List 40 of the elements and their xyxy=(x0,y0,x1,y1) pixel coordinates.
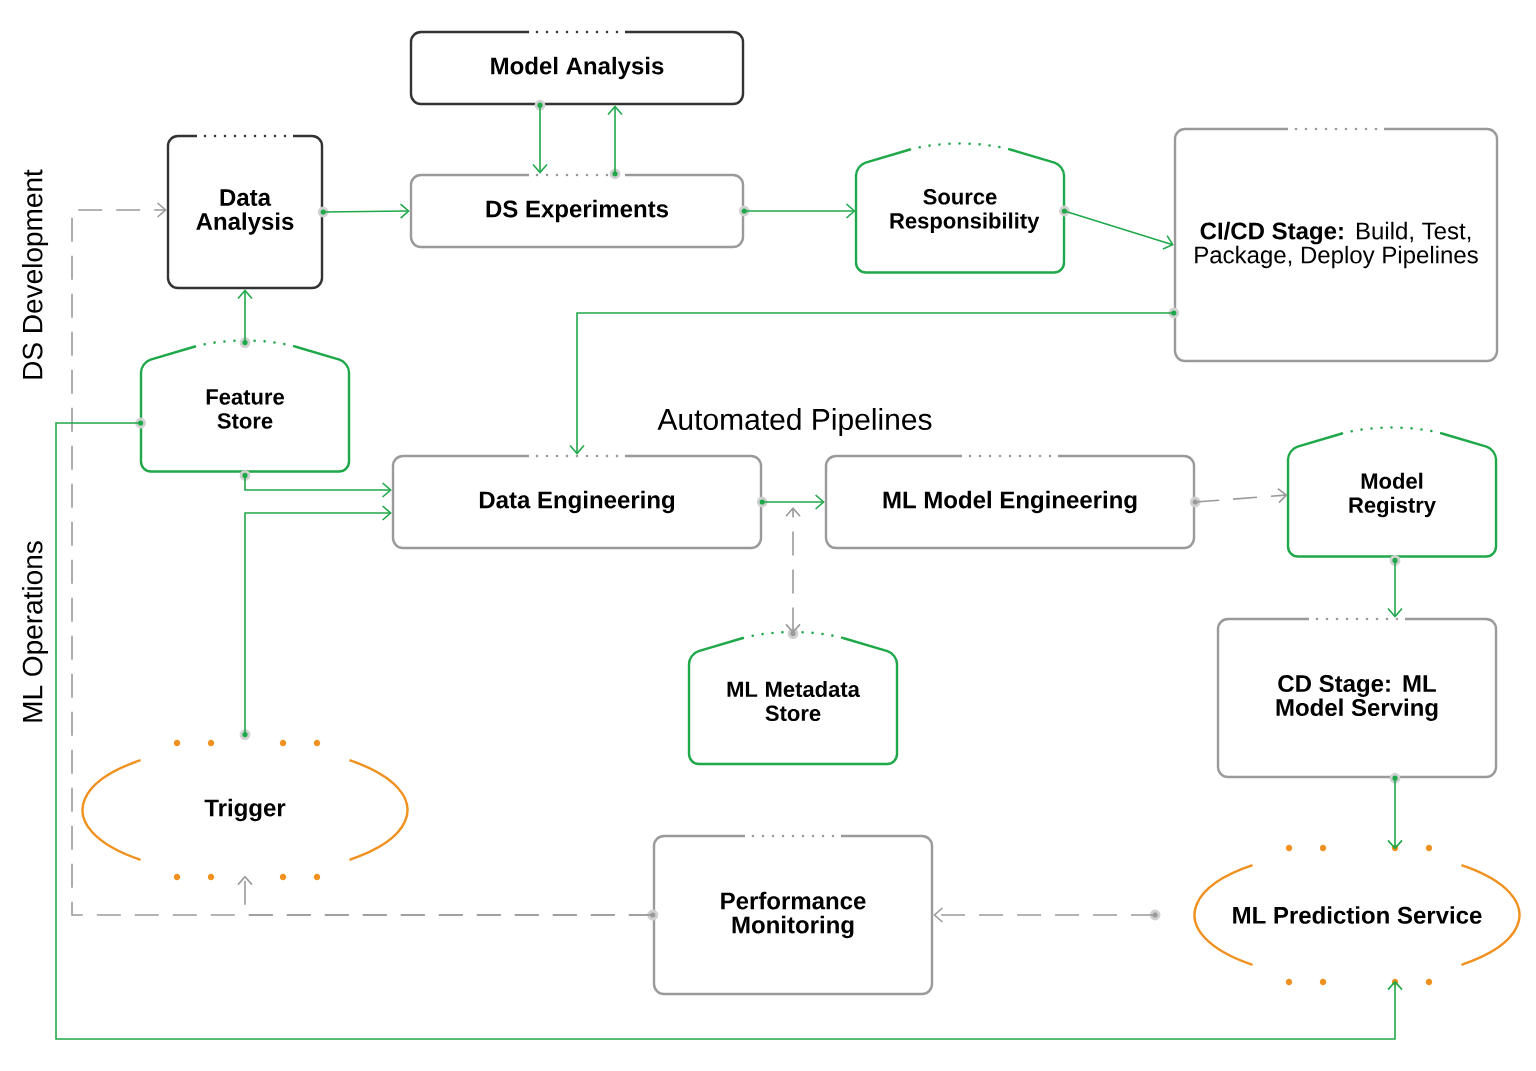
arrow xyxy=(1194,487,1288,504)
pentagon-box: Source Responsibility xyxy=(854,142,1070,274)
arrow xyxy=(1387,559,1403,618)
arrow xyxy=(785,507,801,634)
pentagon-box: Model Registry xyxy=(1286,426,1498,566)
process-box: DS Experiments xyxy=(409,168,750,249)
arrow xyxy=(55,422,1403,1040)
node-label: Feature Store xyxy=(206,389,284,429)
arrow xyxy=(607,105,623,175)
arrow xyxy=(1387,777,1403,850)
process-box: Data Engineering xyxy=(391,454,768,550)
arrow xyxy=(237,289,253,344)
arrow xyxy=(761,494,825,510)
arrow xyxy=(933,907,1156,923)
ellipse-node: Trigger xyxy=(81,729,409,881)
process-box: CD Stage: ML Model Serving xyxy=(1216,617,1498,784)
arrow xyxy=(244,505,392,736)
process-box: Performance Monitoring xyxy=(647,834,934,996)
arrow xyxy=(322,203,410,219)
arrow xyxy=(1063,210,1174,250)
section-label: Automated Pipelines xyxy=(657,408,932,436)
node-label: ML Metadata Store xyxy=(727,680,861,722)
arrow xyxy=(743,203,856,219)
node-label: ML Prediction Service xyxy=(1233,906,1482,924)
node-label: Source Responsibility xyxy=(890,189,1040,233)
arrow xyxy=(71,202,654,916)
process-box: CI/CD Stage: Build, Test, Package, Deploy Pipelines xyxy=(1168,127,1499,363)
pentagon-box: ML Metadata Store xyxy=(687,628,899,766)
node-label: Model Registry xyxy=(1349,472,1436,518)
arrow xyxy=(532,104,548,174)
node-label: Trigger xyxy=(204,798,286,822)
process-box: ML Model Engineering xyxy=(824,454,1201,550)
ellipse-node: ML Prediction Service xyxy=(1149,844,1521,986)
pentagon-box: Feature Store xyxy=(135,337,351,481)
process-box: Data Analysis xyxy=(166,134,329,290)
arrow xyxy=(569,312,1175,455)
process-box: Model Analysis xyxy=(409,30,745,111)
section-label: DS Development xyxy=(21,169,49,379)
arrow xyxy=(244,474,392,498)
section-label: ML Operations xyxy=(21,541,49,722)
